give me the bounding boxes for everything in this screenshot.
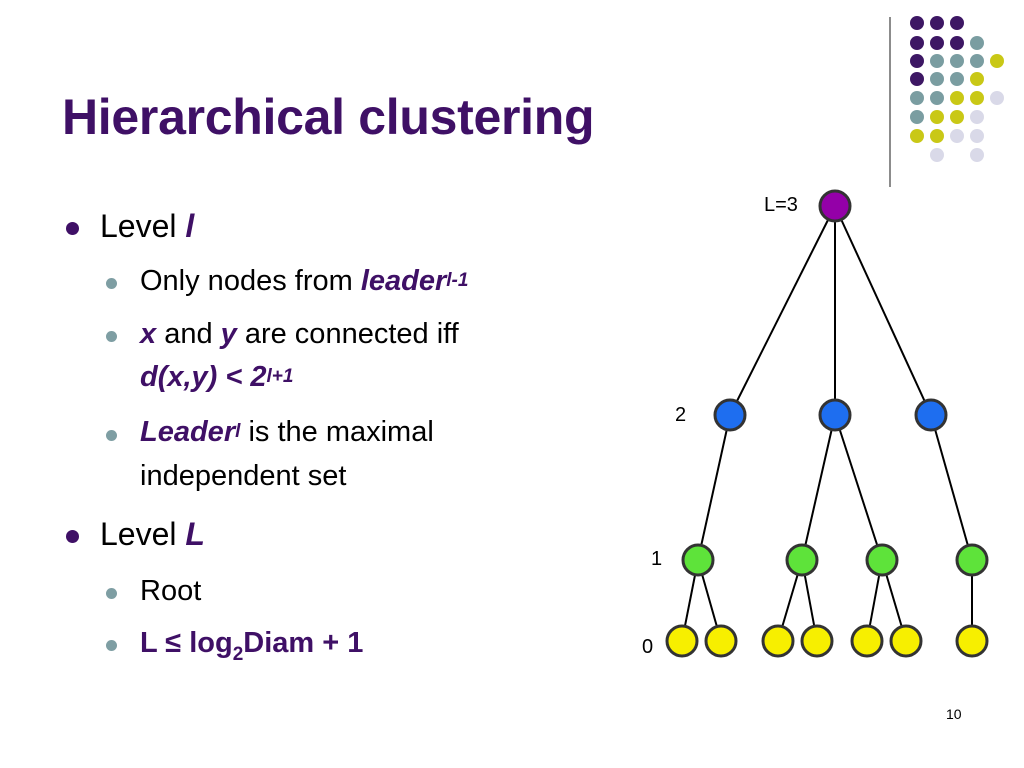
sub-bullet-disc [106, 588, 117, 599]
decorative-dot [990, 91, 1004, 105]
sub-bullet-disc [106, 278, 117, 289]
tree-node [800, 624, 834, 658]
tree-node [665, 624, 699, 658]
decorative-dot [930, 36, 944, 50]
tree-node [713, 398, 747, 432]
bullet-root: Root [140, 575, 202, 607]
decorative-divider [889, 17, 891, 187]
decorative-dot [970, 91, 984, 105]
decorative-dot [950, 91, 964, 105]
decorative-dot [910, 91, 924, 105]
tree-edge [930, 414, 973, 561]
decorative-dot [950, 72, 964, 86]
bullet-bound: L ≤ log2Diam + 1 [140, 627, 364, 665]
slide-title: Hierarchical clustering [62, 89, 595, 145]
decorative-dot [950, 54, 964, 68]
tree-node [761, 624, 795, 658]
decorative-dot [950, 110, 964, 124]
decorative-dot [910, 16, 924, 30]
decorative-dot [970, 54, 984, 68]
decorative-dot [950, 129, 964, 143]
decorative-dot [970, 129, 984, 143]
bullet-leader-def-line2: independent set [140, 460, 347, 492]
decorative-dot [910, 110, 924, 124]
decorative-dot [910, 54, 924, 68]
decorative-dot [970, 110, 984, 124]
bullet-only-nodes: Only nodes from leaderl-1 [140, 265, 469, 297]
decorative-dot [950, 16, 964, 30]
tree-node [865, 543, 899, 577]
decorative-dot [970, 72, 984, 86]
bullet-level-L: Level L [100, 516, 205, 552]
decorative-dot [930, 54, 944, 68]
bullet-connected-condition: d(x,y) < 2l+1 [140, 361, 294, 393]
tree-node [785, 543, 819, 577]
level-label-0: 0 [642, 636, 654, 658]
level-label-2: 2 [675, 404, 687, 426]
sub-bullet-disc [106, 430, 117, 441]
bullet-level-l: Level l [100, 208, 195, 244]
decorative-dot [910, 72, 924, 86]
level-label-1: 1 [651, 548, 663, 570]
tree-node [914, 398, 948, 432]
decorative-dot [930, 110, 944, 124]
decorative-dot [910, 36, 924, 50]
tree-edge [697, 414, 731, 561]
decorative-dot [970, 148, 984, 162]
decorative-dot [990, 54, 1004, 68]
level-label-top: L=3 [764, 194, 798, 216]
tree-edge [834, 414, 883, 561]
tree-edge [834, 205, 932, 416]
decorative-dot [930, 16, 944, 30]
tree-node [889, 624, 923, 658]
tree-edge [729, 205, 836, 416]
decorative-dot [910, 129, 924, 143]
bullet-connected: x and y are connected iff [140, 318, 459, 350]
decorative-dot [930, 148, 944, 162]
tree-node [681, 543, 715, 577]
tree-node [955, 543, 989, 577]
bullet-disc [66, 530, 79, 543]
decorative-dot [930, 91, 944, 105]
bullet-disc [66, 222, 79, 235]
tree-edge [801, 414, 836, 561]
page-number: 10 [946, 706, 962, 722]
bullet-leader-def: Leaderl is the maximal [140, 416, 434, 448]
sub-bullet-disc [106, 640, 117, 651]
decorative-dot [970, 36, 984, 50]
tree-node [850, 624, 884, 658]
tree-node [704, 624, 738, 658]
sub-bullet-disc [106, 331, 117, 342]
tree-node [818, 189, 852, 223]
decorative-dot [930, 129, 944, 143]
tree-node [818, 398, 852, 432]
decorative-dot [950, 36, 964, 50]
tree-node [955, 624, 989, 658]
decorative-dot [930, 72, 944, 86]
